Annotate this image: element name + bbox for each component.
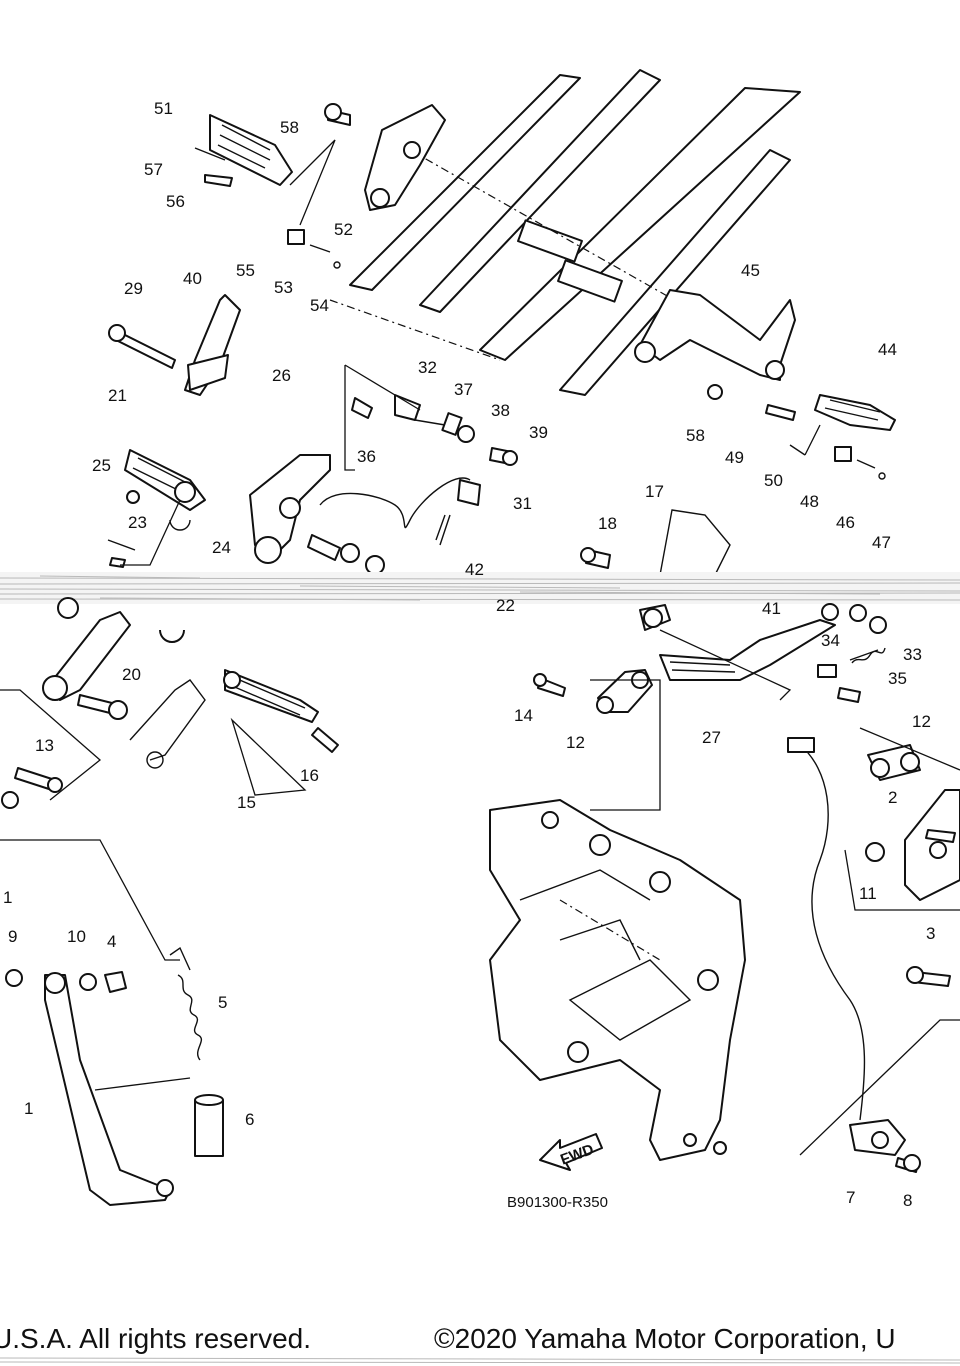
sidestand-switch-group bbox=[787, 737, 960, 1173]
callout-54: 54 bbox=[310, 296, 329, 315]
callout-55: 55 bbox=[236, 261, 255, 280]
footer-right: ©2020 Yamaha Motor Corporation, U bbox=[434, 1323, 896, 1354]
diagram-code: B901300-R350 bbox=[507, 1194, 608, 1211]
shift-lever-group bbox=[0, 597, 339, 809]
callout-labels: 51 58 57 56 52 55 53 54 29 40 26 32 37 3… bbox=[3, 99, 935, 1210]
callout-22: 22 bbox=[496, 596, 515, 615]
frame-rails bbox=[329, 69, 801, 396]
callout-49: 49 bbox=[725, 448, 744, 467]
callout-51: 51 bbox=[154, 99, 173, 118]
callout-44: 44 bbox=[878, 340, 897, 359]
callout-42: 42 bbox=[465, 560, 484, 579]
brake-pedal-group bbox=[533, 603, 887, 811]
callout-32: 32 bbox=[418, 358, 437, 377]
callout-29: 29 bbox=[124, 279, 143, 298]
callout-58-right: 58 bbox=[686, 426, 705, 445]
right-stand-bracket-group bbox=[844, 727, 960, 987]
fwd-label: FWD bbox=[558, 1141, 596, 1169]
callout-21: 21 bbox=[108, 386, 127, 405]
callout-10: 10 bbox=[67, 927, 86, 946]
callout-20: 20 bbox=[122, 665, 141, 684]
callout-1: 1 bbox=[24, 1099, 33, 1118]
callout-41: 41 bbox=[762, 599, 781, 618]
callout-31: 31 bbox=[513, 494, 532, 513]
callout-24: 24 bbox=[212, 538, 231, 557]
callout-57: 57 bbox=[144, 160, 163, 179]
callout-50: 50 bbox=[764, 471, 783, 490]
callout-13: 13 bbox=[35, 736, 54, 755]
right-passenger-footrest-group bbox=[634, 289, 896, 480]
callout-14: 14 bbox=[514, 706, 533, 725]
callout-23: 23 bbox=[128, 513, 147, 532]
callout-45: 45 bbox=[741, 261, 760, 280]
callout-47: 47 bbox=[872, 533, 891, 552]
callout-3: 3 bbox=[926, 924, 935, 943]
callout-48: 48 bbox=[800, 492, 819, 511]
callout-53: 53 bbox=[274, 278, 293, 297]
callout-1-top: 1 bbox=[3, 888, 12, 907]
callout-18: 18 bbox=[598, 514, 617, 533]
copyright-footer: U.S.A. All rights reserved. ©2020 Yamaha… bbox=[0, 1323, 960, 1364]
callout-38: 38 bbox=[491, 401, 510, 420]
footer-left: U.S.A. All rights reserved. bbox=[0, 1323, 311, 1354]
callout-12-right: 12 bbox=[912, 712, 931, 731]
sidestand-group bbox=[0, 839, 224, 1206]
callout-12-center: 12 bbox=[566, 733, 585, 752]
fwd-arrow: FWD bbox=[539, 1133, 603, 1171]
callout-26: 26 bbox=[272, 366, 291, 385]
callout-15: 15 bbox=[237, 793, 256, 812]
right-footrest-bracket-group bbox=[249, 364, 518, 575]
callout-35: 35 bbox=[888, 669, 907, 688]
callout-33: 33 bbox=[903, 645, 922, 664]
callout-4: 4 bbox=[107, 932, 116, 951]
callout-27: 27 bbox=[702, 728, 721, 747]
callout-11: 11 bbox=[859, 884, 877, 903]
callout-56: 56 bbox=[166, 192, 185, 211]
callout-7: 7 bbox=[846, 1188, 855, 1207]
lower-frame-casting bbox=[489, 799, 746, 1161]
callout-34: 34 bbox=[821, 631, 840, 650]
callout-6: 6 bbox=[245, 1110, 254, 1129]
callout-40: 40 bbox=[183, 269, 202, 288]
callout-25: 25 bbox=[92, 456, 111, 475]
callout-8: 8 bbox=[903, 1191, 912, 1210]
callout-2: 2 bbox=[888, 788, 897, 807]
callout-37: 37 bbox=[454, 380, 473, 399]
callout-58-top: 58 bbox=[280, 118, 299, 137]
scan-noise-band bbox=[0, 572, 960, 604]
callout-16: 16 bbox=[300, 766, 319, 785]
callout-5: 5 bbox=[218, 993, 227, 1012]
callout-39: 39 bbox=[529, 423, 548, 442]
callout-17: 17 bbox=[645, 482, 664, 501]
left-passenger-footrest-group bbox=[194, 103, 446, 269]
callout-9: 9 bbox=[8, 927, 17, 946]
callout-36: 36 bbox=[357, 447, 376, 466]
callout-52: 52 bbox=[334, 220, 353, 239]
callout-46: 46 bbox=[836, 513, 855, 532]
left-rider-footrest-group bbox=[107, 294, 241, 568]
